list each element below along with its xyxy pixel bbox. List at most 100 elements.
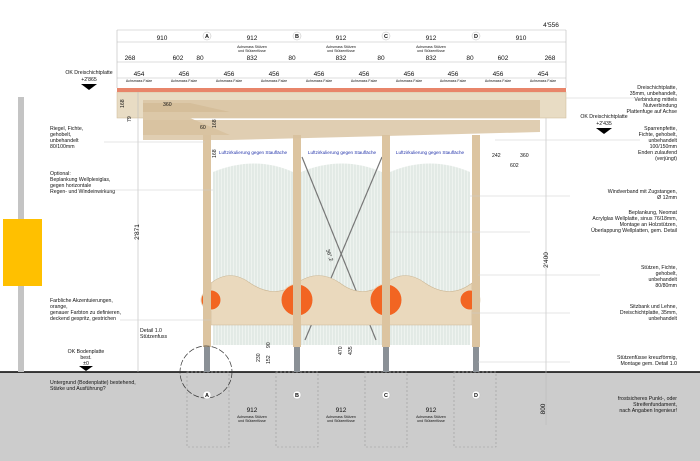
level-roof-front-label: OK Dreischichtplatte	[580, 114, 627, 120]
left-note: Farbliche Akzentuierungen,orange,genauer…	[50, 298, 121, 322]
dim-roof-detail: 360	[163, 102, 172, 108]
dim-falz-note: Achsmass Falze	[530, 79, 556, 83]
dim-falz: 456	[224, 71, 235, 78]
post-A	[203, 135, 211, 347]
axis-marker	[381, 390, 391, 400]
dim-segment: 268	[545, 55, 556, 62]
right-note: Dreischichtplatte,35mm, unbehandelt,Verb…	[627, 85, 678, 115]
dim-post: 230	[256, 353, 262, 362]
dim-segment: 602	[498, 55, 509, 62]
dim-overall: 4'556	[543, 22, 559, 29]
dim-falz-note: Achsmass Falze	[126, 79, 152, 83]
axis-label-C: C	[384, 393, 388, 399]
level-floor-value: best.	[80, 355, 91, 361]
dim-roof-right: 242	[492, 153, 501, 159]
dim-segment: 80	[466, 55, 474, 62]
dim-roof-detail: 79	[127, 116, 133, 122]
dim-post: 152	[266, 355, 272, 364]
dim-segment: 832	[247, 55, 258, 62]
dim-falz: 454	[134, 71, 145, 78]
right-note: Sparrenpfette,Fichte, gehobelt,unbehande…	[638, 126, 678, 162]
dim-falz: 456	[493, 71, 504, 78]
dim-segment: 80	[196, 55, 204, 62]
dim-falz-note: Achsmass Falze	[261, 79, 287, 83]
post-C	[382, 135, 390, 347]
dimension-lines	[116, 29, 567, 425]
panel-note-air-circulation: Luftzirkulierung gegen Staufläche	[396, 150, 465, 155]
axis-marker	[202, 390, 212, 400]
right-note: Windverband mit Zugstangen,Ø 12mm	[608, 189, 677, 201]
dim-foundation: 800	[540, 403, 547, 414]
post-B	[293, 135, 301, 347]
dim-post: 168	[212, 149, 218, 158]
axis-marker	[471, 31, 481, 41]
right-note: Sitzbank und Lehne,Dreischichtplatte, 35…	[620, 304, 678, 322]
dim-post: 90	[266, 342, 272, 348]
axis-marker	[381, 31, 391, 41]
dim-post: 435	[348, 346, 354, 355]
dim-segment: 832	[426, 55, 437, 62]
dim-segment: 80	[288, 55, 296, 62]
left-note: Untergrund (Bodenplatte) bestehend,Stärk…	[50, 380, 136, 392]
street-sign	[3, 219, 42, 286]
dim-falz-note: Achsmass Falze	[351, 79, 377, 83]
post-foot-A	[204, 347, 210, 372]
axis-label-B: B	[295, 34, 299, 40]
level-marker-icon	[596, 128, 612, 134]
dim-bottom: 912	[426, 407, 437, 414]
left-note: Optional:Beplankung Wellplexiglas,gegen …	[50, 171, 115, 195]
post-foot-D	[473, 347, 479, 372]
axis-label-A: A	[205, 393, 209, 399]
post-foot-B	[294, 347, 300, 372]
dim-roof-detail: 168	[120, 99, 126, 108]
axis-marker	[292, 31, 302, 41]
dim-falz: 456	[448, 71, 459, 78]
dim-falz: 456	[314, 71, 325, 78]
dim-falz: 456	[359, 71, 370, 78]
axis-label-A: A	[205, 34, 209, 40]
level-marker-icon	[81, 84, 97, 90]
axis-marker	[202, 31, 212, 41]
dim-falz-note: Achsmass Falze	[396, 79, 422, 83]
dim-post: 470	[338, 346, 344, 355]
axis-marker	[292, 390, 302, 400]
dim-falz-note: Achsmass Falze	[171, 79, 197, 83]
dim-segment: 832	[336, 55, 347, 62]
dim-segment: 80	[377, 55, 385, 62]
dim-height-right: 2'400	[543, 252, 550, 268]
dim-falz-note: Achsmass Falze	[306, 79, 332, 83]
dim-falz-note: Achsmass Falze	[216, 79, 242, 83]
dim-roof-detail: 168	[212, 119, 218, 128]
ground	[0, 372, 700, 461]
level-marker-icon	[79, 366, 93, 371]
dim-roof-right: 360	[520, 153, 529, 159]
axis-label-D: D	[474, 34, 478, 40]
dim-axis: 910	[157, 35, 168, 42]
level-floor-value2: ±0	[83, 361, 89, 367]
dim-axis: 912	[426, 35, 437, 42]
dim-diagonal-angle: 36°,2	[324, 249, 334, 263]
level-roof-top-value: +2'865	[81, 77, 97, 83]
dim-roof-right: 602	[510, 163, 519, 169]
dim-falz: 456	[269, 71, 280, 78]
panel-note-air-circulation: Luftzirkulierung gegen Staufläche	[219, 150, 288, 155]
dim-falz: 454	[538, 71, 549, 78]
dim-height-left: 2'871	[134, 224, 141, 240]
dim-falz-note: Achsmass Falze	[485, 79, 511, 83]
roof-edge	[117, 88, 566, 92]
level-roof-front-value: +2'435	[596, 121, 612, 127]
panel-note-air-circulation: Luftzirkulierung gegen Staufläche	[308, 150, 377, 155]
axis-label-D: D	[474, 393, 478, 399]
dim-axis: 910	[516, 35, 527, 42]
post-D	[472, 135, 480, 347]
